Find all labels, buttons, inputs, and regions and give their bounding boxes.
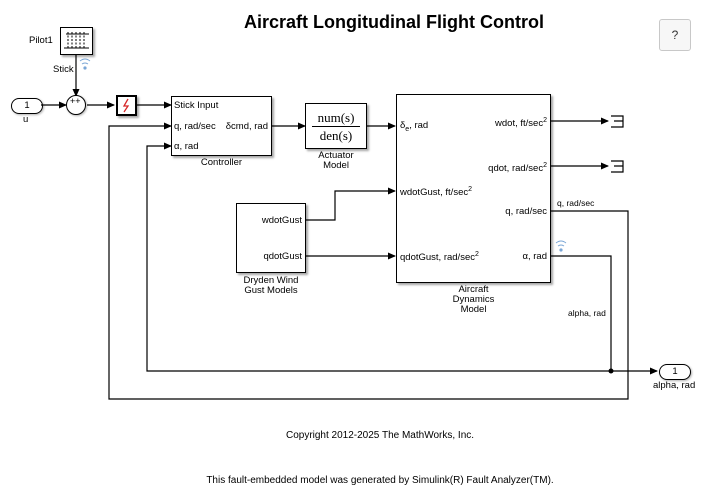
terminator-wdot bbox=[611, 115, 624, 128]
branch-point bbox=[608, 368, 614, 374]
signal-label-q: q, rad/sec bbox=[557, 198, 595, 208]
wire-wdotgust bbox=[306, 187, 396, 221]
delta-unit: , rad bbox=[409, 120, 429, 131]
actuator-name-line1: Actuator bbox=[318, 150, 354, 161]
inport-u[interactable]: 1 bbox=[11, 98, 43, 114]
controller-input-q: q, rad/sec bbox=[174, 121, 216, 132]
fault-analyzer-note: This fault-embedded model was generated … bbox=[206, 475, 554, 486]
controller-input-stick: Stick Input bbox=[174, 100, 219, 111]
delta-symbol: δ bbox=[400, 120, 406, 131]
controller-output-dcmd: δcmd, rad bbox=[225, 121, 268, 132]
aircraft-block-name: Aircraft Dynamics Model bbox=[436, 285, 511, 315]
controller-input-alpha: α, rad bbox=[174, 141, 199, 152]
wdotgust-text: wdotGust, ft/sec bbox=[400, 187, 469, 199]
sum-signs: ++ bbox=[70, 96, 81, 106]
aircraft-input-wdotgust: wdotGust, ft/sec2 bbox=[400, 186, 472, 198]
aircraft-output-qdot: qdot, rad/sec2 bbox=[488, 162, 547, 174]
fault-lightning-icon bbox=[122, 98, 130, 113]
aircraft-input-delta-e: δe, rad bbox=[400, 120, 428, 133]
exponent: 2 bbox=[543, 117, 547, 124]
diagram-title: Aircraft Longitudinal Flight Control bbox=[244, 12, 544, 32]
exponent: 2 bbox=[543, 162, 547, 169]
signal-logging-icon-stick bbox=[79, 58, 91, 70]
aircraft-dynamics-block[interactable]: δe, rad wdotGust, ft/sec2 qdotGust, rad/… bbox=[396, 94, 551, 283]
wire-q-feedback bbox=[108, 122, 629, 400]
actuator-name-line2: Model bbox=[323, 160, 349, 171]
aircraft-output-q: q, rad/sec bbox=[505, 206, 547, 217]
wire-alpha-feedback bbox=[146, 142, 611, 372]
exponent: 2 bbox=[474, 251, 479, 258]
actuator-transfer-fcn-block[interactable]: num(s) den(s) bbox=[305, 103, 367, 149]
help-button[interactable]: ? bbox=[659, 19, 691, 51]
signal-logging-icon-alpha bbox=[555, 240, 567, 252]
fault-injection-block[interactable] bbox=[116, 95, 137, 116]
outport-alpha[interactable]: 1 bbox=[659, 364, 691, 380]
copyright-text: Copyright 2012-2025 The MathWorks, Inc. bbox=[285, 430, 475, 441]
signal-editor-icon bbox=[64, 32, 89, 49]
wire-alpha bbox=[551, 255, 612, 371]
controller-block[interactable]: Stick Input q, rad/sec α, rad δcmd, rad bbox=[171, 96, 272, 156]
signal-label-alpha: alpha, rad bbox=[568, 308, 606, 318]
qdotgust-text: qdotGust, rad/sec bbox=[400, 252, 475, 264]
actuator-block-name: Actuator Model bbox=[300, 151, 372, 171]
qdot-text: qdot, rad/sec bbox=[488, 163, 544, 175]
dryden-output-qdotgust: qdotGust bbox=[263, 251, 302, 262]
pilot-signal-editor-block[interactable] bbox=[60, 27, 93, 55]
controller-block-name: Controller bbox=[200, 157, 243, 168]
pilot-block-name: Pilot1 bbox=[29, 35, 53, 46]
aircraft-name-line2: Dynamics bbox=[452, 294, 495, 305]
dryden-output-wdotgust: wdotGust bbox=[261, 215, 302, 226]
tf-numerator: num(s) bbox=[317, 110, 355, 125]
stick-signal-label: Stick bbox=[53, 64, 74, 75]
aircraft-output-wdot: wdot, ft/sec2 bbox=[495, 117, 547, 129]
inport-u-name: u bbox=[23, 114, 29, 125]
aircraft-name-line3: Model bbox=[460, 304, 487, 315]
dryden-name-line2: Gust Models bbox=[244, 285, 298, 296]
dryden-block-name: Dryden Wind Gust Models bbox=[226, 276, 316, 296]
wdot-text: wdot, ft/sec bbox=[495, 118, 544, 130]
exponent: 2 bbox=[468, 186, 473, 193]
delta-subscript: e bbox=[405, 125, 410, 133]
tf-fraction-bar bbox=[312, 126, 360, 127]
dryden-name-line1: Dryden Wind bbox=[243, 275, 299, 286]
aircraft-output-alpha: α, rad bbox=[522, 251, 547, 262]
terminator-qdot bbox=[611, 160, 624, 173]
aircraft-name-line1: Aircraft bbox=[458, 284, 489, 295]
dryden-wind-gust-block[interactable]: wdotGust qdotGust bbox=[236, 203, 306, 273]
aircraft-input-qdotgust: qdotGust, rad/sec2 bbox=[400, 251, 479, 263]
outport-alpha-name: alpha, rad bbox=[653, 380, 696, 391]
sum-block[interactable]: ++ bbox=[66, 95, 86, 115]
tf-denominator: den(s) bbox=[319, 128, 353, 143]
